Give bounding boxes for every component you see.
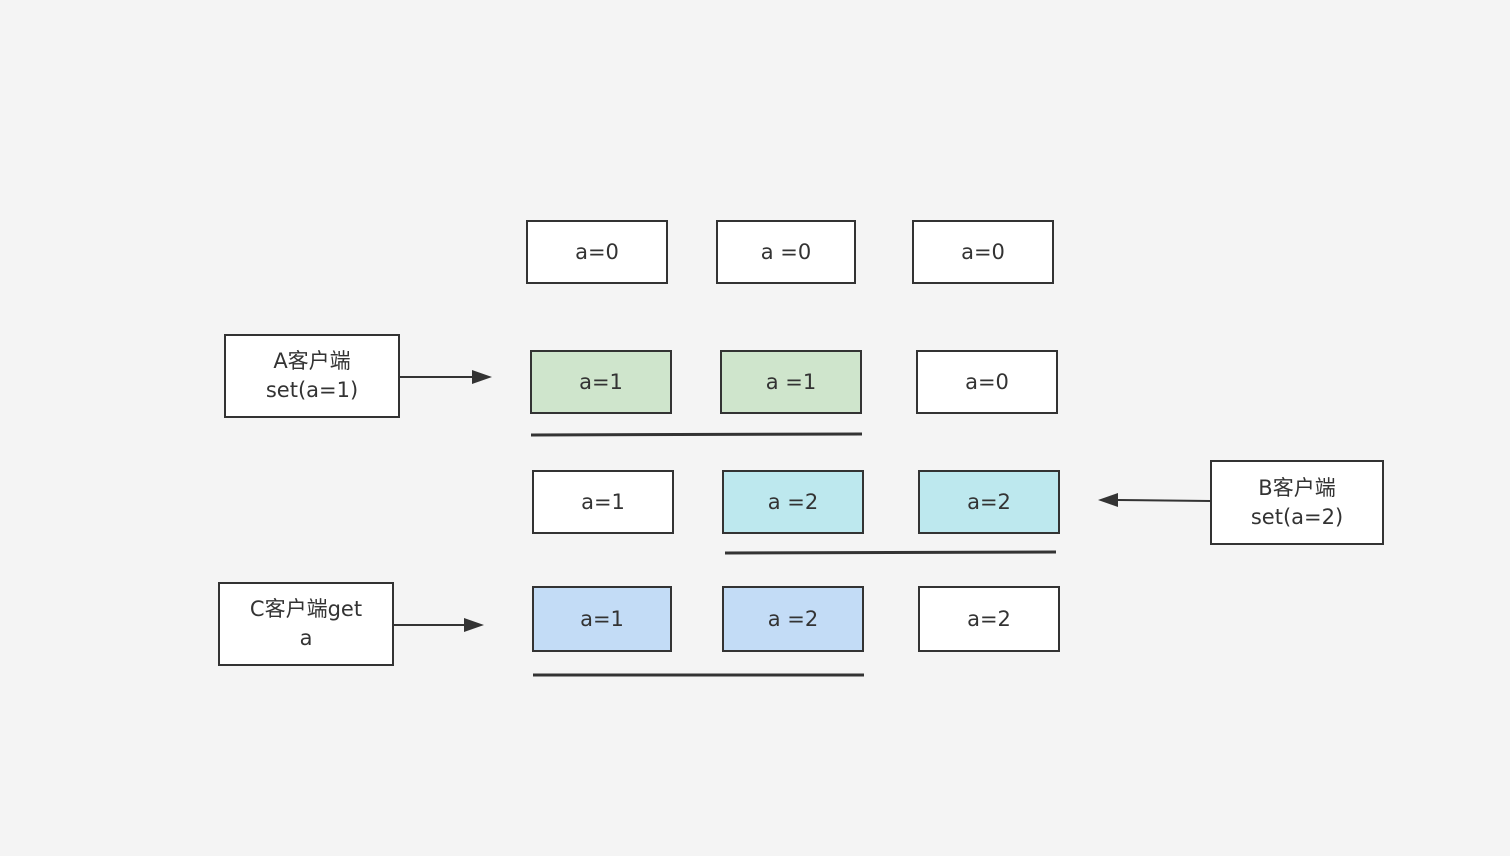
node-row1-2: a =1 bbox=[720, 350, 862, 414]
client-b-arrow-shaft bbox=[1117, 499, 1211, 502]
client-b-name: B客户端 bbox=[1258, 475, 1336, 500]
client-b-operation: set(a=2) bbox=[1250, 504, 1344, 529]
node-row3-2: a =2 bbox=[722, 586, 864, 652]
node-row1-1: a=1 bbox=[530, 350, 672, 414]
client-b-box: B客户端 set(a=2) bbox=[1210, 460, 1384, 545]
node-row3-3: a=2 bbox=[918, 586, 1060, 652]
client-b-arrowhead bbox=[1098, 493, 1118, 507]
node-row1-3: a=0 bbox=[916, 350, 1058, 414]
client-a-operation: set(a=1) bbox=[265, 378, 359, 402]
node-row2-2: a =2 bbox=[722, 470, 864, 534]
node-row0-1: a=0 bbox=[526, 220, 668, 284]
write-b-quorum-underline bbox=[724, 550, 1057, 555]
write-a-quorum-underline bbox=[530, 432, 863, 437]
client-a-arrowhead bbox=[472, 370, 492, 384]
client-c-box: C客户端get a bbox=[218, 582, 394, 666]
node-row2-3: a=2 bbox=[918, 470, 1060, 534]
client-a-box: A客户端 set(a=1) bbox=[224, 334, 400, 418]
node-row2-1: a=1 bbox=[532, 470, 674, 534]
client-c-operation: a bbox=[299, 626, 313, 650]
node-row0-2: a =0 bbox=[716, 220, 856, 284]
client-a-name: A客户端 bbox=[273, 349, 351, 373]
client-c-arrowhead bbox=[464, 618, 484, 632]
node-row0-3: a=0 bbox=[912, 220, 1054, 284]
client-c-name: C客户端get bbox=[249, 597, 363, 621]
node-row3-1: a=1 bbox=[532, 586, 672, 652]
